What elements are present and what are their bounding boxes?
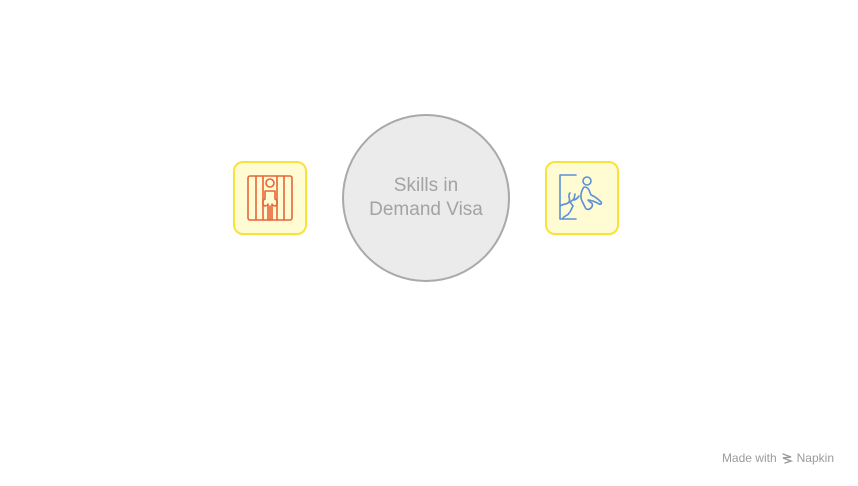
watermark-prefix: Made with [721,451,777,465]
napkin-logo-icon [781,453,793,464]
central-topic-node: Skills in Demand Visa [342,114,510,282]
central-topic-label: Skills in Demand Visa [369,175,483,220]
made-with-napkin-watermark: Made with Napkin [722,451,834,465]
prison-icon-card [233,161,307,235]
watermark-brand: Napkin [796,451,834,465]
person-exiting-door-icon [559,174,603,220]
prison-bars-person-icon [247,175,293,221]
exit-icon-card [545,161,619,235]
